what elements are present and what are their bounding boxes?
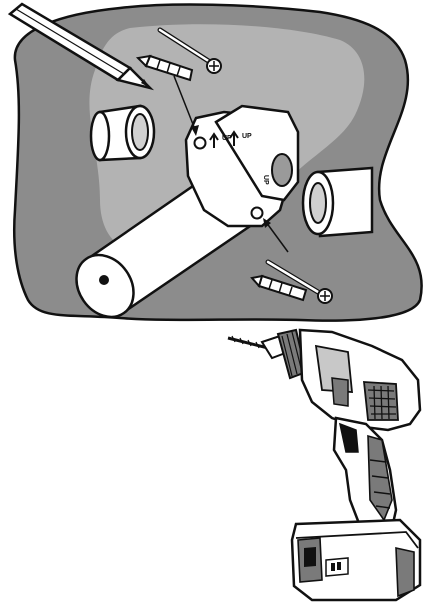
right-pipe-stub bbox=[303, 168, 372, 236]
up-mark-2: UP bbox=[242, 133, 252, 140]
battery-pack bbox=[292, 520, 420, 600]
left-pipe-stub bbox=[91, 106, 154, 160]
side-up-mark: UP bbox=[262, 175, 269, 185]
up-mark-1: UP bbox=[222, 135, 232, 142]
mounting-bracket: UP UP UP bbox=[186, 106, 298, 226]
cordless-drill bbox=[228, 330, 420, 600]
drill-body bbox=[300, 330, 420, 430]
vent-grille bbox=[364, 382, 398, 420]
lower-screw-hole bbox=[252, 208, 263, 219]
upper-screw-hole bbox=[195, 138, 206, 149]
